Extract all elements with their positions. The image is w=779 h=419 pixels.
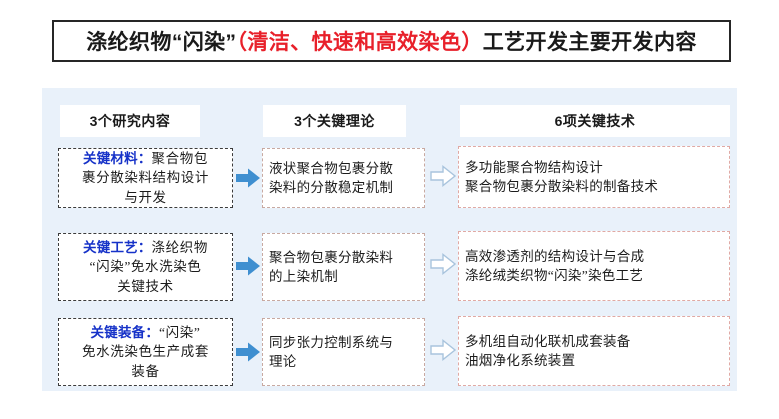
research-key-label: 关键装备：: [90, 325, 160, 341]
technology-cell[interactable]: 高效渗透剂的结构设计与合成 涤纶绒类织物“闪染”染色工艺: [458, 231, 730, 301]
research-cell-line: “闪染”免水洗染色: [89, 259, 202, 275]
column-header-technology: 6项关键技术: [460, 105, 730, 137]
research-cell-line: 关键材料：聚合物包: [83, 149, 208, 168]
research-key-label: 关键工艺：: [83, 240, 152, 256]
research-cell-line: 关键装备：“闪染”: [91, 323, 201, 342]
research-cell-line: 装备: [131, 363, 160, 379]
research-text: 涤纶织物: [151, 240, 208, 256]
technology-cell-line: 多机组自动化联机成套装备: [465, 333, 631, 349]
theory-cell-line: 同步张力控制系统与: [269, 334, 394, 350]
column-header-theory: 3个关键理论: [263, 105, 406, 137]
page-title-highlight: （清洁、快速和高效染色）: [236, 31, 483, 54]
page-title-prefix: 涤纶织物“闪染”: [86, 31, 237, 54]
technology-cell-line: 油烟净化系统装置: [465, 353, 576, 368]
solid-right-arrow-icon: [236, 256, 260, 276]
column-header-label: 6项关键技术: [554, 113, 636, 129]
column-header-label: 3个关键理论: [294, 113, 375, 129]
column-header-research: 3个研究内容: [60, 105, 200, 137]
technology-cell-line: 聚合物包裹分散染料的制备技术: [465, 179, 659, 194]
theory-cell[interactable]: 聚合物包裹分散染料 的上染机制: [262, 233, 425, 301]
research-key-label: 关键材料：: [83, 151, 152, 167]
research-cell-line: 裹分散染料结构设计: [82, 170, 209, 186]
solid-right-arrow-icon: [236, 168, 260, 188]
page-title-suffix: 工艺开发主要开发内容: [482, 31, 697, 54]
theory-cell-line: 液状聚合物包裹分散: [269, 160, 394, 176]
theory-cell-line: 理论: [269, 354, 297, 369]
technology-cell[interactable]: 多机组自动化联机成套装备 油烟净化系统装置: [458, 316, 730, 386]
research-cell[interactable]: 关键工艺：涤纶织物 “闪染”免水洗染色 关键技术: [58, 233, 233, 301]
technology-cell-line: 涤纶绒类织物“闪染”染色工艺: [465, 268, 644, 283]
hollow-right-arrow-icon: [430, 339, 456, 361]
research-cell-line: 免水洗染色生产成套: [82, 344, 209, 360]
hollow-right-arrow-icon: [430, 165, 456, 187]
column-header-label: 3个研究内容: [89, 113, 171, 129]
technology-cell-line: 多功能聚合物结构设计: [465, 159, 603, 175]
research-text: 聚合物包: [151, 151, 208, 167]
theory-cell-line: 聚合物包裹分散染料: [269, 249, 394, 265]
theory-cell[interactable]: 液状聚合物包裹分散 染料的分散稳定机制: [262, 148, 425, 208]
research-cell[interactable]: 关键材料：聚合物包 裹分散染料结构设计 与开发: [58, 148, 233, 208]
page-title: 涤纶织物“闪染”（清洁、快速和高效染色）工艺开发主要开发内容: [52, 20, 731, 62]
research-cell-line: 关键技术: [117, 278, 174, 294]
hollow-right-arrow-icon: [430, 253, 456, 275]
research-text: “闪染”: [159, 325, 201, 341]
technology-cell[interactable]: 多功能聚合物结构设计 聚合物包裹分散染料的制备技术: [458, 146, 730, 208]
research-cell[interactable]: 关键装备：“闪染” 免水洗染色生产成套 装备: [58, 318, 233, 386]
theory-cell[interactable]: 同步张力控制系统与 理论: [262, 318, 425, 386]
page-title-text: 涤纶织物“闪染”（清洁、快速和高效染色）工艺开发主要开发内容: [86, 26, 697, 56]
research-cell-line: 与开发: [124, 189, 167, 205]
technology-cell-line: 高效渗透剂的结构设计与合成: [465, 248, 645, 264]
solid-right-arrow-icon: [236, 342, 260, 362]
theory-cell-line: 染料的分散稳定机制: [269, 180, 394, 195]
theory-cell-line: 的上染机制: [269, 269, 338, 284]
research-cell-line: 关键工艺：涤纶织物: [83, 238, 208, 257]
